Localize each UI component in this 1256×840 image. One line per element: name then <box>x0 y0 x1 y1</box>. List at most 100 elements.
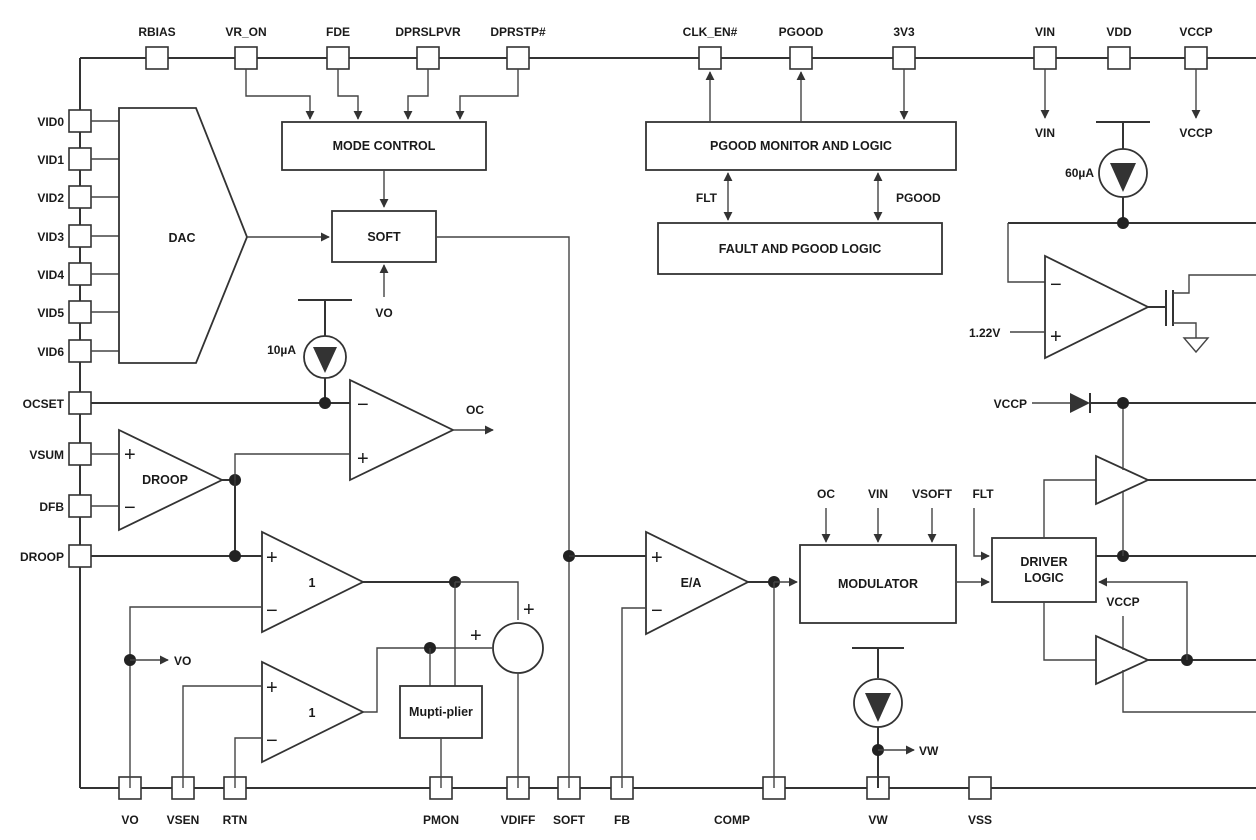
regulator-section: 60µA − + 1.22V <box>969 121 1256 360</box>
pgood-monitor-block[interactable] <box>645 121 957 171</box>
buffer-amp-1[interactable] <box>261 530 366 634</box>
node-droop-pin <box>229 550 241 562</box>
pin-pad-vss[interactable] <box>968 776 992 800</box>
pin-pad-ocset[interactable] <box>68 391 92 415</box>
buffer-2-section: 1 + − Mupti-plier + + <box>182 599 544 788</box>
boot-diode <box>1070 393 1090 413</box>
upper-gate-driver[interactable] <box>1095 454 1151 506</box>
multiplier-block[interactable] <box>399 685 483 739</box>
ground-symbol <box>1182 337 1210 354</box>
pin-pad-vin[interactable] <box>1033 46 1057 70</box>
wire-lower-feedback <box>1098 577 1188 660</box>
buffer-1-section: 1 + − VO <box>124 530 519 788</box>
droop-minus-sign: − <box>124 497 136 519</box>
pin-pad-vid4[interactable] <box>68 262 92 286</box>
wire-mosfet-drain <box>1173 274 1256 294</box>
pin-label-vccp: VCCP <box>1179 25 1212 39</box>
pin-pad-droop[interactable] <box>68 544 92 568</box>
lower-gate-driver[interactable] <box>1095 634 1151 686</box>
oc-comparator[interactable] <box>349 378 456 482</box>
regulator-amplifier[interactable] <box>1044 254 1151 360</box>
dac-block[interactable] <box>118 107 248 364</box>
buffer-1-plus-sign: + <box>266 547 278 569</box>
mode-control-block[interactable] <box>281 121 487 171</box>
regulator-plus-sign: + <box>1050 326 1062 348</box>
droop-amplifier[interactable] <box>118 428 225 532</box>
pin-label-soft: SOFT <box>553 813 586 827</box>
wire-droop-to-oc <box>234 453 350 480</box>
pin-pad-vsum[interactable] <box>68 442 92 466</box>
modulator-vin-label: VIN <box>868 487 888 501</box>
multiplier-label: Mupti-plier <box>409 705 473 719</box>
dac-section: DAC <box>91 107 330 364</box>
summing-junction <box>492 622 544 674</box>
fault-logic-block[interactable] <box>657 222 943 275</box>
pin-pad-dprstp[interactable] <box>506 46 530 70</box>
soft-block[interactable] <box>331 210 437 263</box>
pin-label-vdiff: VDIFF <box>501 813 536 827</box>
pin-pad-vid2[interactable] <box>68 185 92 209</box>
modulator-block[interactable] <box>799 544 957 624</box>
driver-logic-block[interactable] <box>991 537 1097 603</box>
pin-pad-dfb[interactable] <box>68 494 92 518</box>
pin-label-vid2: VID2 <box>37 191 64 205</box>
pin-pad-vid5[interactable] <box>68 300 92 324</box>
pgood-monitor-label: PGOOD MONITOR AND LOGIC <box>710 139 892 153</box>
buffer-2-plus-sign: + <box>266 677 278 699</box>
label-1v22: 1.22V <box>969 326 1000 340</box>
label-60ua: 60µA <box>1065 166 1094 180</box>
left-pins: VID0 VID1 VID2 VID3 VID4 VID5 VID6 OCSET… <box>20 109 92 568</box>
pin-label-clk-en: CLK_EN# <box>683 25 738 39</box>
pin-pad-vdd[interactable] <box>1107 46 1131 70</box>
pin-pad-clk-en[interactable] <box>698 46 722 70</box>
driver-flt-label: FLT <box>972 487 994 501</box>
pin-label-rbias: RBIAS <box>138 25 175 39</box>
regulator-minus-sign: − <box>1050 274 1062 296</box>
pin-pad-vid0[interactable] <box>68 109 92 133</box>
mode-control-section: MODE CONTROL SOFT VO <box>245 69 570 788</box>
pin-pad-dprslpvr[interactable] <box>416 46 440 70</box>
pgood-link-label: PGOOD <box>896 191 941 205</box>
buffer-amp-2[interactable] <box>261 660 366 764</box>
pin-label-fde: FDE <box>326 25 350 39</box>
mode-control-label: MODE CONTROL <box>333 139 436 153</box>
pin-label-vsum: VSUM <box>29 448 64 462</box>
dac-label: DAC <box>168 231 195 245</box>
pin-pad-vid6[interactable] <box>68 339 92 363</box>
node-ocset <box>319 397 331 409</box>
oc-section: 10µA − + OC <box>91 299 494 482</box>
droop-plus-sign: + <box>124 444 136 466</box>
wire-vo-feedback <box>129 606 262 788</box>
wire-dprslpvr <box>403 69 429 120</box>
fault-logic-label: FAULT AND PGOOD LOGIC <box>719 242 882 256</box>
droop-amp-label: DROOP <box>142 473 188 487</box>
pin-pad-vid3[interactable] <box>68 224 92 248</box>
current-arrow-10ua <box>313 347 337 373</box>
pin-pad-vccp[interactable] <box>1184 46 1208 70</box>
bottom-pins: VO VSEN RTN PMON VDIFF SOFT FB COMP VW V… <box>118 776 992 827</box>
wire-vsen <box>182 685 262 788</box>
pin-pad-vid1[interactable] <box>68 147 92 171</box>
pin-label-vr-on: VR_ON <box>225 25 266 39</box>
oc-plus-sign: + <box>357 448 369 470</box>
current-arrow-60ua <box>1110 163 1136 192</box>
pin-label-ocset: OCSET <box>23 397 65 411</box>
vccp-lower-label: VCCP <box>1106 595 1139 609</box>
wire-soft-out <box>436 236 570 788</box>
pin-pad-vr-on[interactable] <box>234 46 258 70</box>
pin-pad-pgood[interactable] <box>789 46 813 70</box>
pin-pad-rbias[interactable] <box>145 46 169 70</box>
pin-label-vdd: VDD <box>1106 25 1132 39</box>
pin-pad-fde[interactable] <box>326 46 350 70</box>
buffer-2-gain: 1 <box>309 706 316 720</box>
error-amplifier[interactable] <box>645 530 751 636</box>
oc-minus-sign: − <box>357 394 369 416</box>
pin-label-vid1: VID1 <box>37 153 64 167</box>
ea-section: E/A + − <box>563 530 798 788</box>
buffer-1-gain: 1 <box>309 576 316 590</box>
pin-pad-3v3[interactable] <box>892 46 916 70</box>
ea-minus-sign: − <box>651 600 663 622</box>
summer-plus-left: + <box>470 625 482 647</box>
vo-tap-label: VO <box>174 654 191 668</box>
pgood-section: PGOOD MONITOR AND LOGIC FAULT AND PGOOD … <box>645 69 957 275</box>
